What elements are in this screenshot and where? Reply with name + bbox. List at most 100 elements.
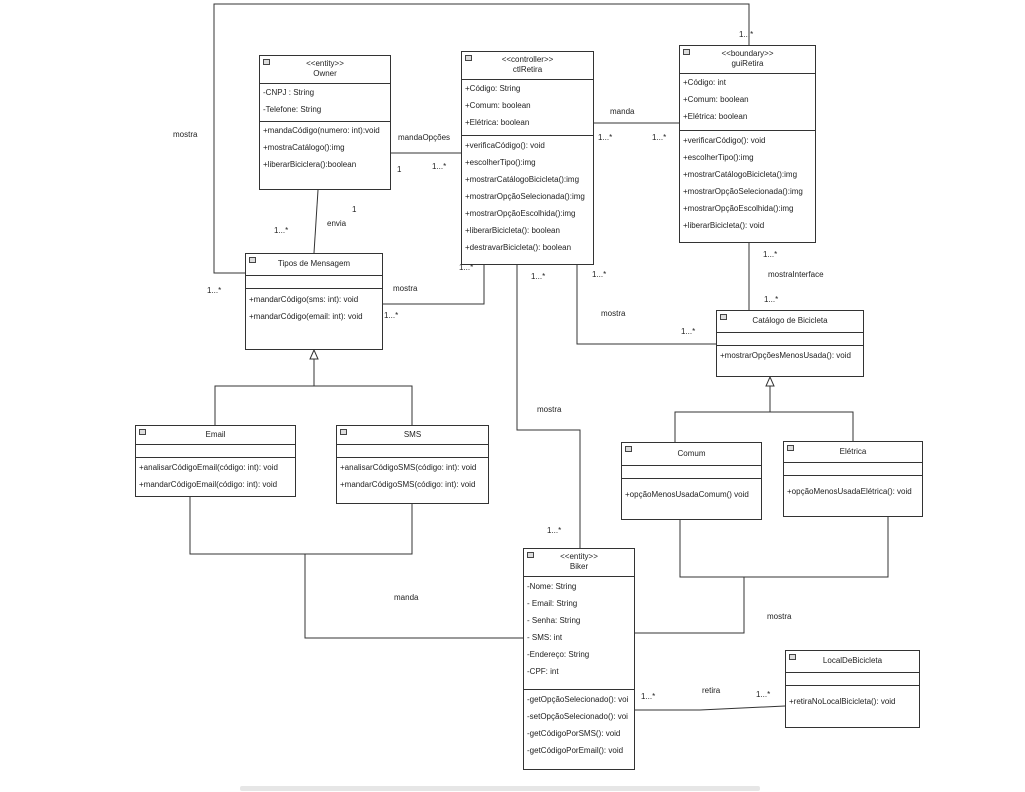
tipos-operations: +mandarCódigo(sms: int): void +mandarCód… bbox=[246, 289, 382, 323]
label-mult-envia: 1...* bbox=[274, 226, 289, 235]
ctlretira-attr: +Comum: boolean bbox=[465, 101, 531, 110]
local-op: +retiraNoLocalBicicleta(): void bbox=[789, 697, 896, 706]
label-mult-left-tipos: 1...* bbox=[207, 286, 222, 295]
class-eletrica[interactable]: Elétrica +opçãoMenosUsadaElétrica(): voi… bbox=[783, 441, 923, 517]
sms-name: SMS bbox=[403, 430, 422, 439]
class-icon bbox=[465, 55, 472, 61]
class-icon bbox=[263, 59, 270, 65]
guiretira-op: +mostrarOpçãoSelecionada():img bbox=[683, 187, 803, 196]
label-mult-envia-1: 1 bbox=[352, 205, 357, 214]
label-manda-top: manda bbox=[610, 107, 635, 116]
guiretira-operations: +verificarCódigo(): void +escolherTipo()… bbox=[680, 131, 815, 232]
ctlretira-op: +escolherTipo():img bbox=[465, 158, 536, 167]
class-ctlretira[interactable]: <<controller>> ctlRetira +Código: String… bbox=[461, 51, 594, 265]
biker-stereotype: <<entity>> bbox=[560, 552, 598, 561]
class-local-bicicleta[interactable]: LocalDeBicicleta +retiraNoLocalBicicleta… bbox=[785, 650, 920, 728]
label-mult-gui-ctl: 1...* bbox=[652, 133, 667, 142]
ctlretira-attr: +Elétrica: boolean bbox=[465, 118, 530, 127]
manda-biker-line bbox=[304, 554, 523, 639]
guiretira-stereotype: <<boundary>> bbox=[721, 49, 774, 58]
guiretira-name: guiRetira bbox=[731, 59, 764, 68]
label-mandaopcoes: mandaOpções bbox=[398, 133, 451, 142]
class-icon bbox=[789, 654, 796, 660]
label-retira: retira bbox=[702, 686, 721, 695]
label-mult-ctl-bottom-a: 1...* bbox=[459, 263, 474, 272]
local-attributes bbox=[786, 673, 919, 686]
ctlretira-header: <<controller>> ctlRetira bbox=[462, 52, 593, 80]
eletrica-name: Elétrica bbox=[839, 447, 867, 456]
label-mostrainterface: mostraInterface bbox=[768, 270, 824, 279]
owner-op: +mandaCódigo(numero: int):void bbox=[263, 126, 380, 135]
class-owner[interactable]: <<entity>> Owner -CNPJ : String -Telefon… bbox=[259, 55, 391, 190]
horizontal-scrollbar[interactable] bbox=[240, 786, 760, 791]
manda-email-sms-line bbox=[189, 497, 413, 555]
class-comum[interactable]: Comum +opçãoMenosUsadaComum() void bbox=[621, 442, 762, 520]
owner-op: +mostraCatálogo():img bbox=[263, 143, 345, 152]
owner-attr: -CNPJ : String bbox=[263, 88, 315, 97]
class-sms[interactable]: SMS +analisarCódigoSMS(código: int): voi… bbox=[336, 425, 489, 504]
ctlretira-operations: +verificaCódigo(): void +escolherTipo():… bbox=[462, 136, 593, 254]
label-mostra-tipos: mostra bbox=[393, 284, 418, 293]
class-biker[interactable]: <<entity>> Biker -Nome: String - Email: … bbox=[523, 548, 635, 770]
guiretira-op: +liberarBicicleta(): void bbox=[683, 221, 765, 230]
email-header: Email bbox=[136, 426, 295, 445]
sms-header: SMS bbox=[337, 426, 488, 445]
mostra-ctl-biker-line bbox=[516, 265, 581, 548]
class-icon bbox=[249, 257, 256, 263]
label-mult-biker-local: 1...* bbox=[641, 692, 656, 701]
biker-op: -setOpçãoSelecionado(): voi bbox=[527, 712, 628, 721]
eletrica-operations: +opçãoMenosUsadaElétrica(): void bbox=[784, 476, 922, 498]
biker-attr: - Senha: String bbox=[527, 616, 581, 625]
label-mostra-cat: mostra bbox=[601, 309, 626, 318]
email-op: +analisarCódigoEmail(código: int): void bbox=[139, 463, 278, 472]
label-mult-local-biker: 1...* bbox=[756, 690, 771, 699]
owner-header: <<entity>> Owner bbox=[260, 56, 390, 84]
sms-attributes bbox=[337, 445, 488, 458]
ctlretira-attr: +Código: String bbox=[465, 84, 521, 93]
owner-attributes: -CNPJ : String -Telefone: String bbox=[260, 84, 390, 122]
guiretira-attr: +Elétrica: boolean bbox=[683, 112, 748, 121]
guiretira-op: +verificarCódigo(): void bbox=[683, 136, 766, 145]
gen-tipos-branch bbox=[214, 385, 413, 425]
comum-name: Comum bbox=[677, 449, 706, 458]
owner-attr: -Telefone: String bbox=[263, 105, 322, 114]
guiretira-attr: +Comum: boolean bbox=[683, 95, 749, 104]
class-email[interactable]: Email +analisarCódigoEmail(código: int):… bbox=[135, 425, 296, 497]
comum-attributes bbox=[622, 466, 761, 479]
label-mostra-right: mostra bbox=[767, 612, 792, 621]
class-tipos-mensagem[interactable]: Tipos de Mensagem +mandarCódigo(sms: int… bbox=[245, 253, 383, 350]
ctlretira-op: +liberarBicicleta(): boolean bbox=[465, 226, 560, 235]
biker-attr: -Endereço: String bbox=[527, 650, 590, 659]
gen-cat-branch bbox=[674, 411, 854, 442]
label-mult-ctl-gui: 1...* bbox=[598, 133, 613, 142]
label-mult-top-gui: 1...* bbox=[739, 30, 754, 39]
local-name: LocalDeBicicleta bbox=[822, 656, 883, 665]
class-icon bbox=[683, 49, 690, 55]
class-guiretira[interactable]: <<boundary>> guiRetira +Código: int +Com… bbox=[679, 45, 816, 243]
email-attributes bbox=[136, 445, 295, 458]
label-mult-ctl-bottom-b: 1...* bbox=[531, 272, 546, 281]
biker-attr: - SMS: int bbox=[527, 633, 563, 642]
email-op: +mandarCódigoEmail(código: int): void bbox=[139, 480, 278, 489]
retira-line bbox=[635, 705, 786, 711]
guiretira-op: +mostrarCatálogoBicicleta():img bbox=[683, 170, 798, 179]
catalogo-op: +mostrarOpçõesMenosUsada(): void bbox=[720, 351, 851, 360]
ctlretira-attributes: +Código: String +Comum: boolean +Elétric… bbox=[462, 80, 593, 136]
tipos-header: Tipos de Mensagem bbox=[246, 254, 382, 276]
tipos-attributes bbox=[246, 276, 382, 289]
class-catalogo[interactable]: Catálogo de Bicicleta +mostrarOpçõesMeno… bbox=[716, 310, 864, 377]
mostra-comum-eletrica-line bbox=[679, 517, 889, 578]
label-mult-cat-top: 1...* bbox=[764, 295, 779, 304]
comum-header: Comum bbox=[622, 443, 761, 466]
ctlretira-op: +mostrarOpçãoEscolhida():img bbox=[465, 209, 576, 218]
class-icon bbox=[787, 445, 794, 451]
sms-op: +analisarCódigoSMS(código: int): void bbox=[340, 463, 477, 472]
catalogo-operations: +mostrarOpçõesMenosUsada(): void bbox=[717, 346, 863, 362]
catalogo-attributes bbox=[717, 333, 863, 346]
eletrica-attributes bbox=[784, 463, 922, 476]
owner-operations: +mandaCódigo(numero: int):void +mostraCa… bbox=[260, 122, 390, 171]
biker-attr: - Email: String bbox=[527, 599, 578, 608]
sms-operations: +analisarCódigoSMS(código: int): void +m… bbox=[337, 458, 488, 491]
tipos-op: +mandarCódigo(email: int): void bbox=[249, 312, 363, 321]
